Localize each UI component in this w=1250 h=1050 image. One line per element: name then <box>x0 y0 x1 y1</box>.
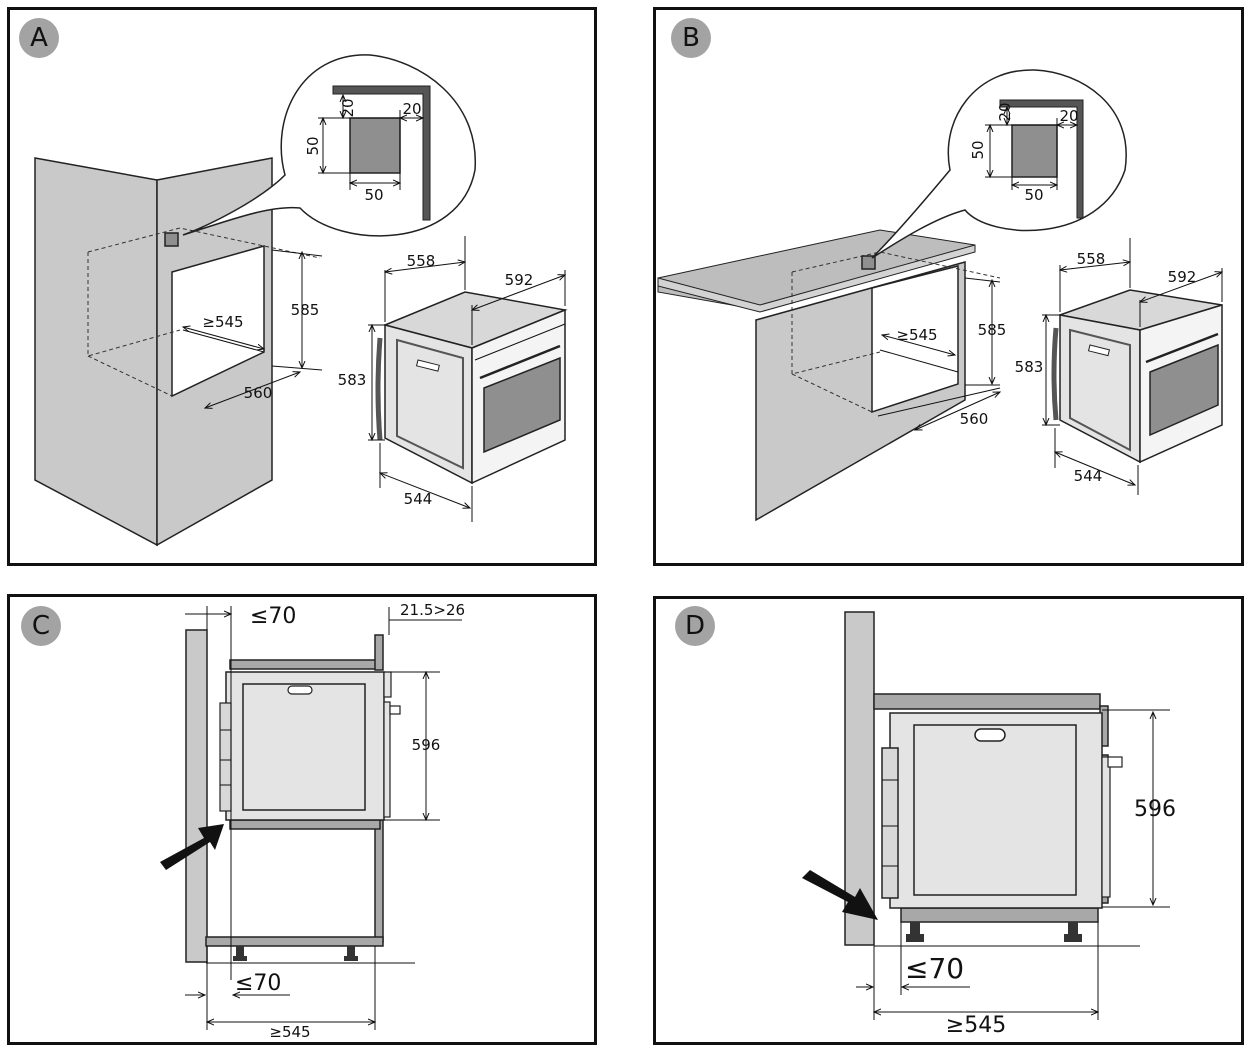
vent-detail-b <box>1011 124 1058 178</box>
oven-height-b: 583 <box>1015 358 1044 376</box>
detail-bubble-a <box>182 54 476 237</box>
top-shelf-c <box>229 659 381 670</box>
detail-side-gap-b: 20 <box>1059 107 1078 125</box>
panel-c-drawing: ≤70 21.5>26 596 ≤70 ≥545 <box>160 601 465 1041</box>
panel-d-drawing: 596 ≤70 ≥545 <box>802 611 1176 1038</box>
bottom-shelf-d <box>900 907 1099 923</box>
height-d: 596 <box>1134 797 1176 822</box>
bottom-shelf-c <box>205 936 384 947</box>
niche-depth-a: 560 <box>244 384 273 402</box>
install-arrow-c <box>160 824 224 870</box>
detail-width-b: 50 <box>1024 186 1043 204</box>
detail-top-gap-b: 20 <box>996 102 1014 121</box>
detail-height-a: 50 <box>304 136 322 155</box>
detail-side-gap-a: 20 <box>402 100 421 118</box>
vent-square-a <box>164 232 179 247</box>
vent-square-b <box>861 255 876 270</box>
oven-depth-top-a: 558 <box>407 252 436 270</box>
corner-bracket-a <box>332 85 431 221</box>
panel-label-a: A <box>19 18 59 58</box>
depth-c: ≥545 <box>269 1023 310 1041</box>
oven-width-b: 592 <box>1168 268 1197 286</box>
vent-detail-a <box>349 117 401 174</box>
niche-width-a: ≥545 <box>202 313 243 331</box>
detail-top-gap-a: 20 <box>339 98 357 117</box>
niche-width-b: ≥545 <box>896 326 937 344</box>
detail-width-a: 50 <box>364 186 383 204</box>
panel-b-drawing: 20 20 50 50 ≥545 585 560 558 592 5 <box>657 69 1222 522</box>
panel-label-c: C <box>21 606 61 646</box>
install-arrow-d <box>802 870 878 920</box>
gap-bottom-c: ≤70 <box>235 971 281 996</box>
gap-d: ≤70 <box>905 952 964 985</box>
panel-label-b: B <box>671 18 711 58</box>
oven-depth-top-b: 558 <box>1077 250 1106 268</box>
oven-window-b <box>1149 343 1219 437</box>
oven-width-a: 592 <box>505 271 534 289</box>
niche-height-b: 585 <box>978 321 1007 339</box>
oven-window-a <box>483 356 561 454</box>
height-c: 596 <box>412 736 441 754</box>
gap-top-c: ≤70 <box>250 604 296 629</box>
cabinet-side-a <box>34 157 158 547</box>
niche-depth-b: 560 <box>960 410 989 428</box>
oven-depth-bottom-b: 544 <box>1074 467 1103 485</box>
panel-a-drawing: 20 20 50 50 ≥545 585 560 558 592 5 <box>34 54 568 547</box>
oven-height-a: 583 <box>338 371 367 389</box>
frame-thickness-c: 21.5>26 <box>400 601 465 619</box>
top-shelf-d <box>873 693 1101 710</box>
wall-c <box>185 629 208 963</box>
depth-d: ≥545 <box>946 1013 1006 1038</box>
corner-bracket-b <box>999 99 1084 219</box>
niche-height-a: 585 <box>291 301 320 319</box>
panel-label-d: D <box>675 606 715 646</box>
detail-bubble-b <box>871 69 1127 259</box>
detail-height-b: 50 <box>969 140 987 159</box>
oven-depth-bottom-a: 544 <box>404 490 433 508</box>
